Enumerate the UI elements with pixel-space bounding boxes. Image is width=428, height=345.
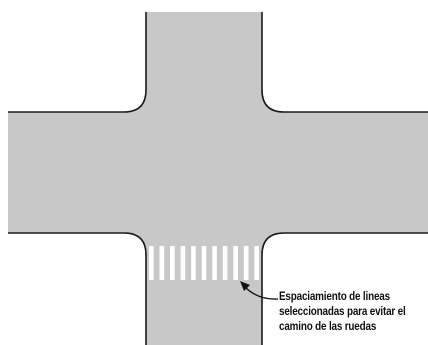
crosswalk-stripe bbox=[243, 246, 249, 280]
callout-line-1: Espaciamiento de lineas bbox=[279, 291, 390, 303]
callout-line-2: seleccionadas para evitar el bbox=[279, 306, 406, 318]
curb-top-left bbox=[8, 12, 147, 113]
crosswalk-stripe bbox=[201, 246, 207, 280]
crosswalk-stripe bbox=[212, 246, 217, 280]
road-surface bbox=[8, 12, 428, 345]
callout-annotation: Espaciamiento de lineas seleccionadas pa… bbox=[279, 290, 406, 335]
callout-line-3: camino de las ruedas bbox=[279, 321, 377, 333]
crosswalk-stripe bbox=[149, 246, 154, 280]
crosswalk-stripe bbox=[170, 246, 175, 280]
crosswalk-stripe bbox=[254, 246, 259, 280]
crosswalk bbox=[149, 246, 259, 280]
callout-leader-line bbox=[244, 286, 279, 300]
curb-bottom-left bbox=[8, 232, 147, 345]
crosswalk-stripe bbox=[180, 246, 186, 280]
callout-arrowhead bbox=[240, 281, 250, 291]
curb-bottom-right bbox=[261, 232, 428, 345]
curb-top-right bbox=[261, 12, 428, 113]
crosswalk-stripe bbox=[233, 246, 238, 280]
crosswalk-stripe bbox=[159, 246, 165, 280]
crosswalk-stripe bbox=[222, 246, 228, 280]
crosswalk-stripe bbox=[191, 246, 196, 280]
